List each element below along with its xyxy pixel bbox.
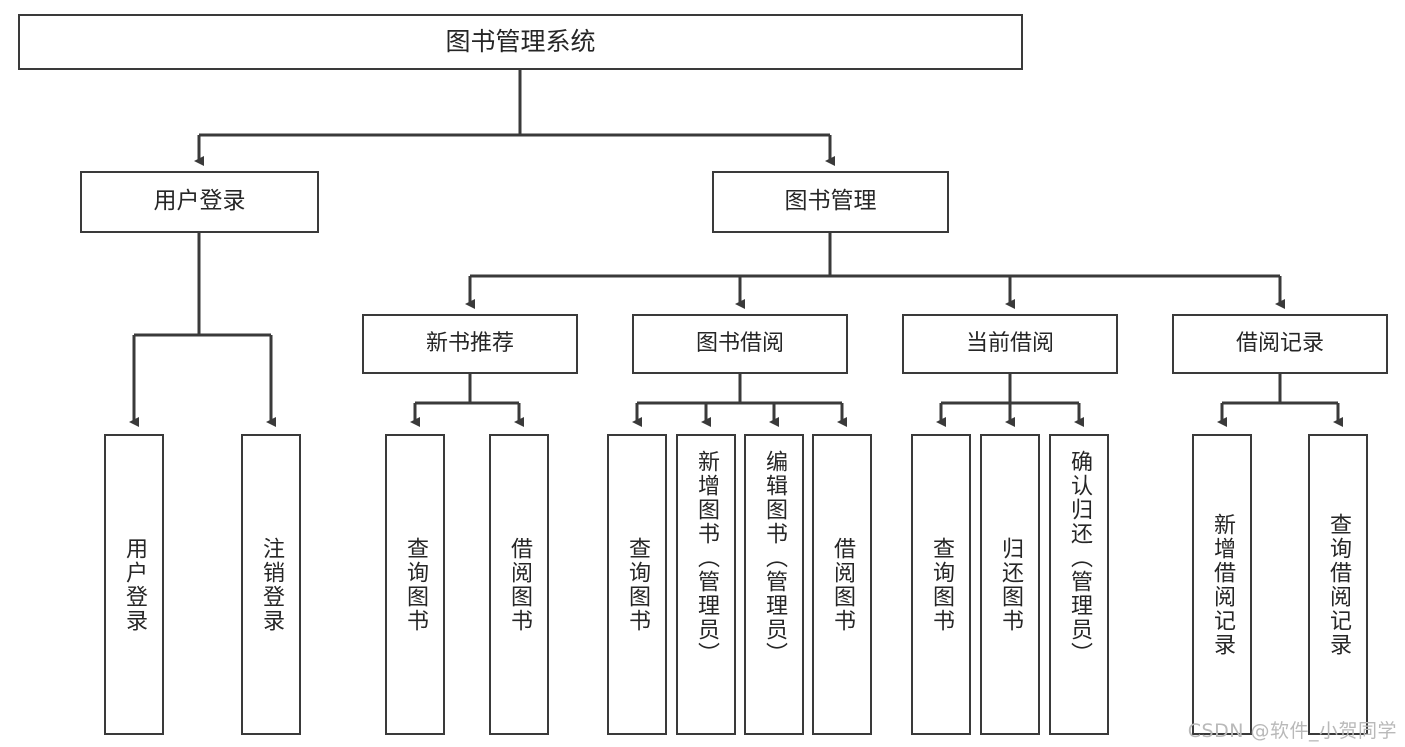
leaf-query-book-borrow[interactable]: 查询图书 (607, 434, 667, 735)
node-book-borrow[interactable]: 图书借阅 (632, 314, 848, 374)
leaf-borrow-book[interactable]: 借阅图书 (812, 434, 872, 735)
leaf-user-login[interactable]: 用户登录 (104, 434, 164, 735)
node-label: 当前借阅 (965, 331, 1054, 357)
node-borrow-record[interactable]: 借阅记录 (1172, 314, 1388, 374)
node-label: 归还图书 (998, 536, 1023, 633)
leaf-edit-book-admin[interactable]: 编辑图书（管理员） (744, 434, 804, 735)
node-label: 查询图书 (403, 536, 428, 633)
node-label: 新书推荐 (425, 331, 514, 357)
leaf-add-borrow-record[interactable]: 新增借阅记录 (1192, 434, 1252, 735)
leaf-return-book[interactable]: 归还图书 (980, 434, 1040, 735)
node-label: 图书管理 (784, 188, 877, 215)
leaf-confirm-return-admin[interactable]: 确认归还（管理员） (1049, 434, 1109, 735)
node-label: 新增借阅记录 (1210, 512, 1235, 657)
node-label: 图书借阅 (695, 331, 784, 357)
leaf-logout[interactable]: 注销登录 (241, 434, 301, 735)
leaf-borrow-book-new-rec[interactable]: 借阅图书 (489, 434, 549, 735)
node-label: 查询图书 (929, 536, 954, 633)
leaf-query-book-new-rec[interactable]: 查询图书 (385, 434, 445, 735)
node-label: 新增图书（管理员） (694, 450, 719, 666)
node-user-login[interactable]: 用户登录 (80, 171, 319, 233)
node-label: 查询图书 (625, 536, 650, 633)
node-label: 编辑图书（管理员） (762, 450, 787, 666)
node-label: 借阅记录 (1235, 331, 1324, 357)
node-new-book-recommendation[interactable]: 新书推荐 (362, 314, 578, 374)
node-label: 注销登录 (259, 536, 284, 633)
node-root-book-management-system[interactable]: 图书管理系统 (18, 14, 1023, 70)
node-label: 图书管理系统 (445, 27, 596, 57)
node-label: 查询借阅记录 (1326, 512, 1351, 657)
leaf-add-book-admin[interactable]: 新增图书（管理员） (676, 434, 736, 735)
node-label: 用户登录 (122, 536, 147, 633)
node-label: 确认归还（管理员） (1067, 450, 1092, 666)
node-label: 用户登录 (153, 188, 246, 215)
node-book-management[interactable]: 图书管理 (712, 171, 949, 233)
node-label: 借阅图书 (830, 536, 855, 633)
node-label: 借阅图书 (507, 536, 532, 633)
leaf-query-book-current[interactable]: 查询图书 (911, 434, 971, 735)
leaf-query-borrow-record[interactable]: 查询借阅记录 (1308, 434, 1368, 735)
node-current-borrow[interactable]: 当前借阅 (902, 314, 1118, 374)
